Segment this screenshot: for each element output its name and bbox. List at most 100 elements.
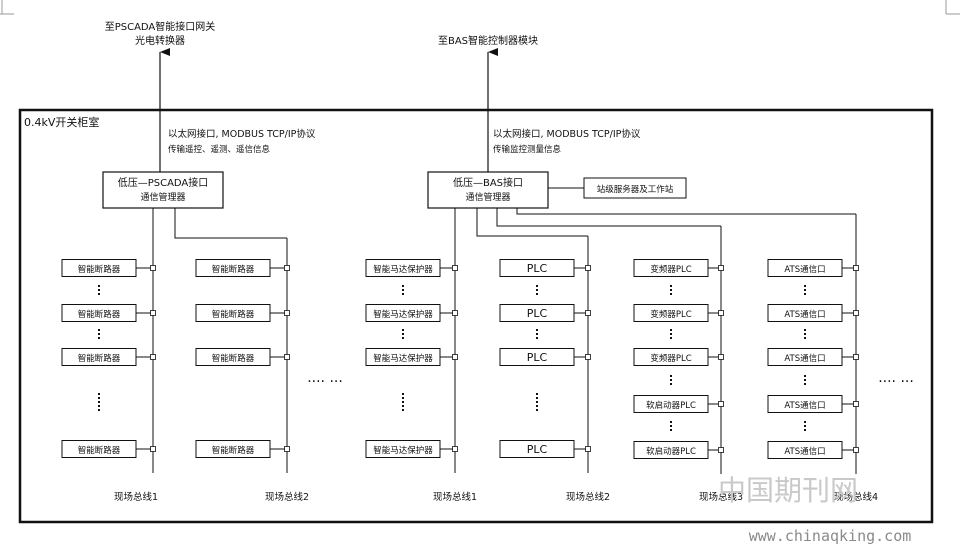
continuation-dot [98,393,100,395]
switchgear-room-frame [18,108,934,524]
continuation-dot [804,383,806,385]
trunk-link-5 [496,208,721,227]
watermark: 中国期刊网 [718,474,858,507]
bus-junction [853,265,859,271]
device-label: ATS通信口 [784,309,825,320]
corner-mark [0,0,14,15]
continuation-dot [98,293,100,295]
device-label: ATS通信口 [784,353,825,364]
protocol-left-line2: 传输遥控、遥测、遥信信息 [168,144,271,155]
continuation-dot [670,285,672,287]
continuation-dot [536,333,538,335]
bus-junction [585,354,591,360]
continuation-dot [536,401,538,403]
continuation-dot [98,337,100,339]
continuation-dot [536,337,538,339]
pscada-manager-title: 低压—PSCADA接口 [118,176,209,189]
protocol-left-line1: 以太网接口, MODBUS TCP/IP协议 [168,128,316,140]
continuation-dot [536,293,538,295]
bus-junction [150,310,156,316]
device-label: 智能断路器 [78,445,121,456]
field-bus-label: 现场总线2 [265,491,309,503]
device-label: 变频器PLC [650,309,691,320]
device-label: 变频器PLC [650,353,691,364]
device-label: 软启动器PLC [646,400,696,411]
bas-communication-manager [427,171,549,209]
continuation-dot [402,293,404,295]
continuation-dot [98,333,100,335]
bus-junction [718,265,724,271]
device-label: ATS通信口 [784,446,825,457]
bas-target-label: 至BAS智能控制器模块 [438,34,538,47]
more-devices-ellipsis: ···· ··· [878,374,914,390]
continuation-dot [98,397,100,399]
continuation-dot [804,425,806,427]
continuation-dot [670,333,672,335]
trunk-link-6 [516,208,856,215]
continuation-dot [536,285,538,287]
continuation-dot [402,393,404,395]
continuation-dot [804,379,806,381]
bus-junction [452,265,458,271]
continuation-dot [536,409,538,411]
device-label: 智能马达保护器 [373,445,433,456]
trunk-link-2 [174,208,287,239]
continuation-dot [536,397,538,399]
room-label: 0.4kV开关柜室 [24,115,99,129]
continuation-dot [670,337,672,339]
continuation-dot [402,337,404,339]
continuation-dot [402,405,404,407]
pscada-target-sublabel: 光电转换器 [135,34,185,47]
bus-junction [853,354,859,360]
device-label: PLC [527,262,548,275]
continuation-dot [98,405,100,407]
bus-junction [718,401,724,407]
bus-junction [718,310,724,316]
device-label: ATS通信口 [784,400,825,411]
device-label: 智能断路器 [212,445,255,456]
corner-mark [945,0,960,15]
field-bus-label: 现场总线3 [699,491,743,503]
device-label: ATS通信口 [784,264,825,275]
continuation-dot [804,421,806,423]
pscada-communication-manager [102,171,224,209]
continuation-dot [402,333,404,335]
device-label: 智能马达保护器 [373,309,433,320]
continuation-dot [536,329,538,331]
continuation-dot [804,333,806,335]
device-label: 智能断路器 [78,353,121,364]
device-label: PLC [527,351,548,364]
more-devices-ellipsis: ···· ··· [307,374,343,390]
continuation-dot [402,329,404,331]
bus-junction [585,310,591,316]
field-bus-label: 现场总线2 [566,491,610,503]
continuation-dot [670,379,672,381]
bas-manager-title: 低压—BAS接口 [453,176,523,189]
continuation-dot [670,329,672,331]
bus-junction [284,310,290,316]
continuation-dot [804,289,806,291]
continuation-dot [402,397,404,399]
continuation-dot [98,289,100,291]
bus-junction [150,265,156,271]
continuation-dot [98,285,100,287]
protocol-right-line1: 以太网接口, MODBUS TCP/IP协议 [493,128,641,140]
bus-junction [585,446,591,452]
continuation-dot [98,329,100,331]
bas-manager-subtitle: 通信管理器 [465,191,510,203]
continuation-dot [804,429,806,431]
bus-junction [452,310,458,316]
device-label: 智能马达保护器 [373,353,433,364]
continuation-dot [98,409,100,411]
bus-junction [853,401,859,407]
continuation-dot [402,285,404,287]
continuation-dot [804,285,806,287]
continuation-dot [804,293,806,295]
station-server-box [583,177,687,199]
device-label: 智能断路器 [78,264,121,275]
station-server-label: 站级服务器及工作站 [597,184,674,195]
bus-junction [150,446,156,452]
device-label: PLC [527,443,548,456]
pscada-manager-subtitle: 通信管理器 [140,191,185,203]
